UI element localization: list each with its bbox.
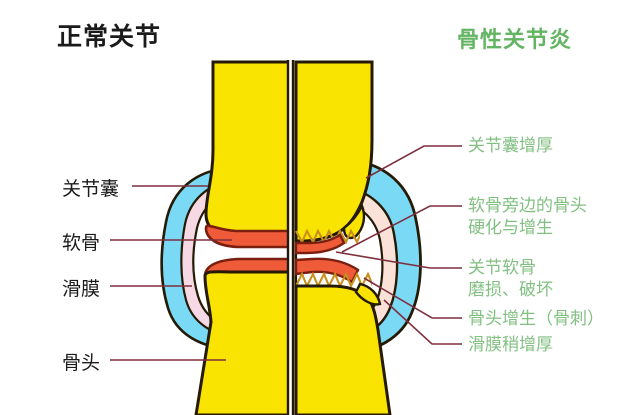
- label-cartilage-damage-line2: 磨损、破坏: [468, 280, 553, 300]
- label-cartilage-damage: 关节软骨 磨损、破坏: [468, 257, 553, 301]
- upper-bone-normal: [204, 60, 287, 240]
- lower-bone-normal: [194, 270, 287, 415]
- leader-cartilage-damage: [335, 251, 462, 269]
- osteophyte-lower: [354, 282, 382, 306]
- label-synovium-thickening-line1: 滑膜稍增厚: [468, 335, 553, 355]
- label-joint-capsule: 关节囊: [62, 178, 120, 200]
- normal-joint-title: 正常关节: [57, 22, 162, 51]
- label-osteophyte: 骨头增生（骨刺）: [468, 308, 604, 330]
- upper-cartilage-oa: [294, 233, 346, 255]
- label-subchondral-sclerosis-line1: 软骨旁边的骨头: [468, 196, 587, 216]
- label-capsule-thickening: 关节囊增厚: [468, 135, 553, 157]
- upper-cartilage-normal: [204, 224, 287, 249]
- label-subchondral-sclerosis: 软骨旁边的骨头 硬化与增生: [468, 195, 587, 239]
- osteoarthritis-title: 骨性关节炎: [457, 28, 573, 53]
- leader-capsule-thickening: [365, 145, 462, 179]
- label-bone: 骨头: [62, 352, 101, 374]
- label-cartilage-damage-line1: 关节软骨: [468, 258, 536, 278]
- leader-osteophyte: [363, 277, 462, 319]
- label-synovium: 滑膜: [62, 278, 101, 300]
- leader-subchondral-sclerosis: [341, 205, 462, 253]
- label-cartilage: 软骨: [62, 232, 101, 254]
- leader-lines: [110, 145, 462, 361]
- label-capsule-thickening-line1: 关节囊增厚: [468, 136, 553, 156]
- label-synovium-thickening: 滑膜稍增厚: [468, 334, 553, 356]
- leader-synovium-thickening: [383, 299, 462, 345]
- normal-joint-half: [160, 60, 287, 415]
- center-divider-gap: [287, 58, 293, 415]
- label-osteophyte-line1: 骨头增生（骨刺）: [468, 309, 604, 329]
- label-subchondral-sclerosis-line2: 硬化与增生: [468, 218, 553, 238]
- osteoarthritis-joint-half: [294, 60, 422, 415]
